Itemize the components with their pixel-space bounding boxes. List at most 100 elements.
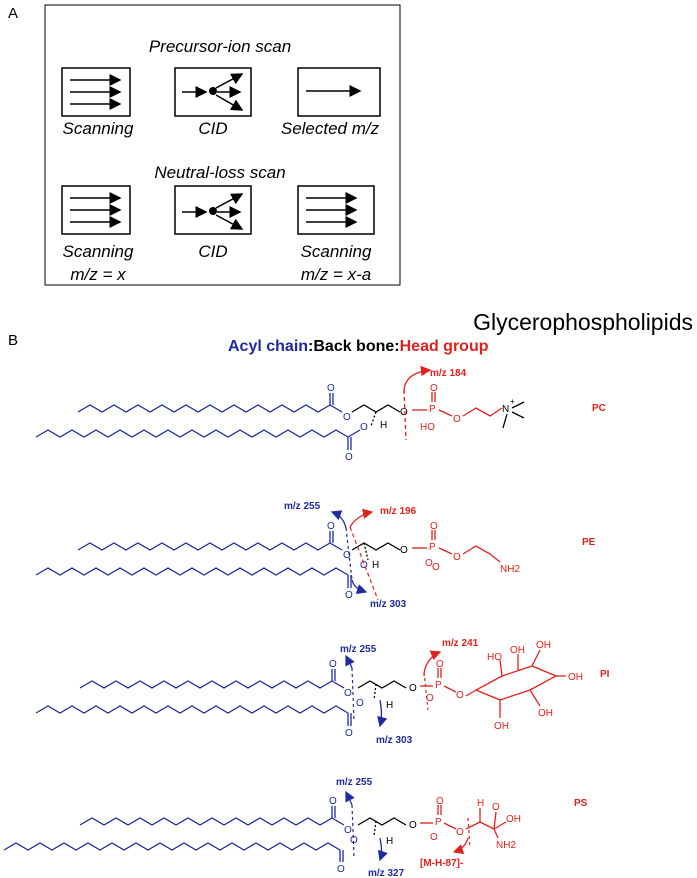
panel-b-letter: B [8, 332, 18, 349]
pi-atom-o2: O [344, 688, 352, 699]
neutral-cid-box [174, 185, 252, 235]
pi-arrow-241 [423, 650, 442, 677]
legend-sep-1: : [308, 338, 313, 355]
neutral-scanning-box-2 [297, 185, 375, 235]
ps-fragment-87: [M-H-87]- [420, 858, 463, 869]
pi-atom-o5: O [409, 683, 417, 694]
neutral-sub-right: m/z = x-a [301, 265, 371, 284]
ps-atom-o-minus: O [430, 832, 438, 843]
pc-atom-ho: HO [420, 422, 435, 433]
pc-class-label: PC [592, 403, 606, 414]
pe-arrow-196 [349, 508, 374, 528]
ps-atom-h: H [386, 836, 393, 847]
molecule-pc: O O O O H O m/z 184 P O HO O N + PC [35, 365, 606, 463]
pi-acyl-chain-2 [35, 705, 349, 714]
pc-atom-plus: + [510, 397, 515, 406]
ps-atom-oh: OH [506, 814, 521, 825]
pe-backbone [351, 542, 401, 551]
pi-atom-oh2: OH [536, 640, 551, 651]
pe-atom-o-lower: O [432, 562, 440, 573]
pi-class-label: PI [600, 669, 610, 680]
pc-atom-n: N [502, 404, 509, 415]
ps-atom-h2: H [477, 798, 484, 809]
legend-acyl: Acyl chain [228, 338, 308, 355]
precursor-label-cid: CID [198, 119, 227, 138]
pc-atom-h: H [380, 420, 387, 431]
pe-fragment-303: m/z 303 [370, 599, 407, 610]
pc-atom-o4: O [360, 422, 368, 433]
neutral-label-cid: CID [198, 242, 227, 261]
precursor-scanning-box [61, 67, 131, 117]
precursor-selected-box [297, 67, 381, 117]
molecule-ps: O O O O H O m/z 255 m/z 327 P O O O [M-H… [3, 777, 588, 878]
pe-atom-o4: O [360, 560, 368, 571]
neutral-title: Neutral-loss scan [154, 163, 285, 182]
ps-arrow-327 [377, 837, 388, 862]
molecule-pe: O O O O H O m/z 255 m/z 196 m/z 303 P O … [35, 501, 596, 610]
ps-class-label: PS [574, 798, 588, 809]
panel-a-letter: A [8, 5, 18, 22]
pe-class-label: PE [582, 537, 596, 548]
ps-atom-o6: O [456, 827, 464, 838]
pc-fragment-label: m/z 184 [430, 368, 467, 379]
neutral-scanning-box-1 [61, 185, 131, 235]
pe-atom-o2: O [343, 550, 351, 561]
pi-atom-ho: HO [487, 652, 502, 663]
ps-fragment-327: m/z 327 [368, 868, 405, 878]
ps-acyl-chain-2 [3, 842, 341, 851]
pe-atom-o6: O [453, 552, 461, 563]
ps-arrow-87 [452, 837, 469, 855]
pi-atom-o3: O [345, 728, 353, 739]
pe-arrow-303 [351, 579, 368, 595]
pc-fragment-arrow [403, 365, 432, 393]
pe-fragment-196: m/z 196 [380, 506, 417, 517]
pi-atom-p: P [435, 680, 442, 691]
ps-acyl-chain-1 [79, 817, 333, 826]
pe-atom-o-minus: O [425, 558, 433, 569]
pe-atom-h: H [372, 560, 379, 571]
pi-arrow-303 [377, 699, 388, 728]
pi-atom-h: H [386, 700, 393, 711]
pi-backbone [357, 680, 407, 689]
ps-atom-o2: O [344, 825, 352, 836]
ps-fragment-255: m/z 255 [336, 777, 373, 788]
molecule-pi: O O O O H O m/z 255 m/z 303 m/z 241 P O … [35, 638, 610, 746]
pe-cleavage-line-head [349, 526, 379, 601]
panel-a-frame [44, 4, 401, 286]
pc-atom-p: P [429, 404, 436, 415]
pe-atom-o5: O [400, 545, 408, 556]
pe-arrow-255 [330, 510, 347, 529]
pc-acyl-chain-2 [35, 429, 349, 438]
pc-atom-o1: O [327, 383, 335, 394]
pi-fragment-241: m/z 241 [442, 638, 479, 649]
pe-atom-o1: O [327, 521, 335, 532]
legend-sep-2: : [394, 338, 399, 355]
precursor-title: Precursor-ion scan [149, 37, 291, 56]
pe-acyl-chain-2 [35, 567, 349, 576]
pi-atom-oh4: OH [494, 721, 509, 732]
ps-atom-o5: O [409, 820, 417, 831]
ps-atom-nh2: NH2 [496, 840, 516, 851]
ps-atom-o3: O [337, 864, 345, 875]
ps-atom-o7: O [492, 802, 500, 813]
neutral-label-scanning-2: Scanning [301, 242, 372, 261]
pc-atom-o-p: O [430, 383, 438, 394]
pi-atom-o-minus: O [426, 693, 434, 704]
precursor-label-selected: Selected m/z [281, 119, 380, 138]
pi-fragment-303: m/z 303 [376, 735, 413, 746]
pc-backbone [351, 404, 401, 413]
ps-backbone [357, 817, 407, 826]
precursor-cid-box [174, 67, 252, 117]
pi-inositol-ring [474, 665, 558, 701]
precursor-label-scanning: Scanning [63, 119, 134, 138]
legend: Acyl chain:Back bone:Head group [228, 338, 489, 355]
pc-cleavage-line [403, 389, 407, 441]
pe-atom-o-p: O [430, 521, 438, 532]
pc-atom-o5: O [400, 407, 408, 418]
ps-atom-o4: O [350, 835, 358, 846]
pc-acyl-chain-1 [77, 404, 331, 413]
pi-atom-o1: O [329, 659, 337, 670]
pe-acyl-chain-1 [77, 542, 331, 551]
pi-fragment-255: m/z 255 [340, 644, 377, 655]
